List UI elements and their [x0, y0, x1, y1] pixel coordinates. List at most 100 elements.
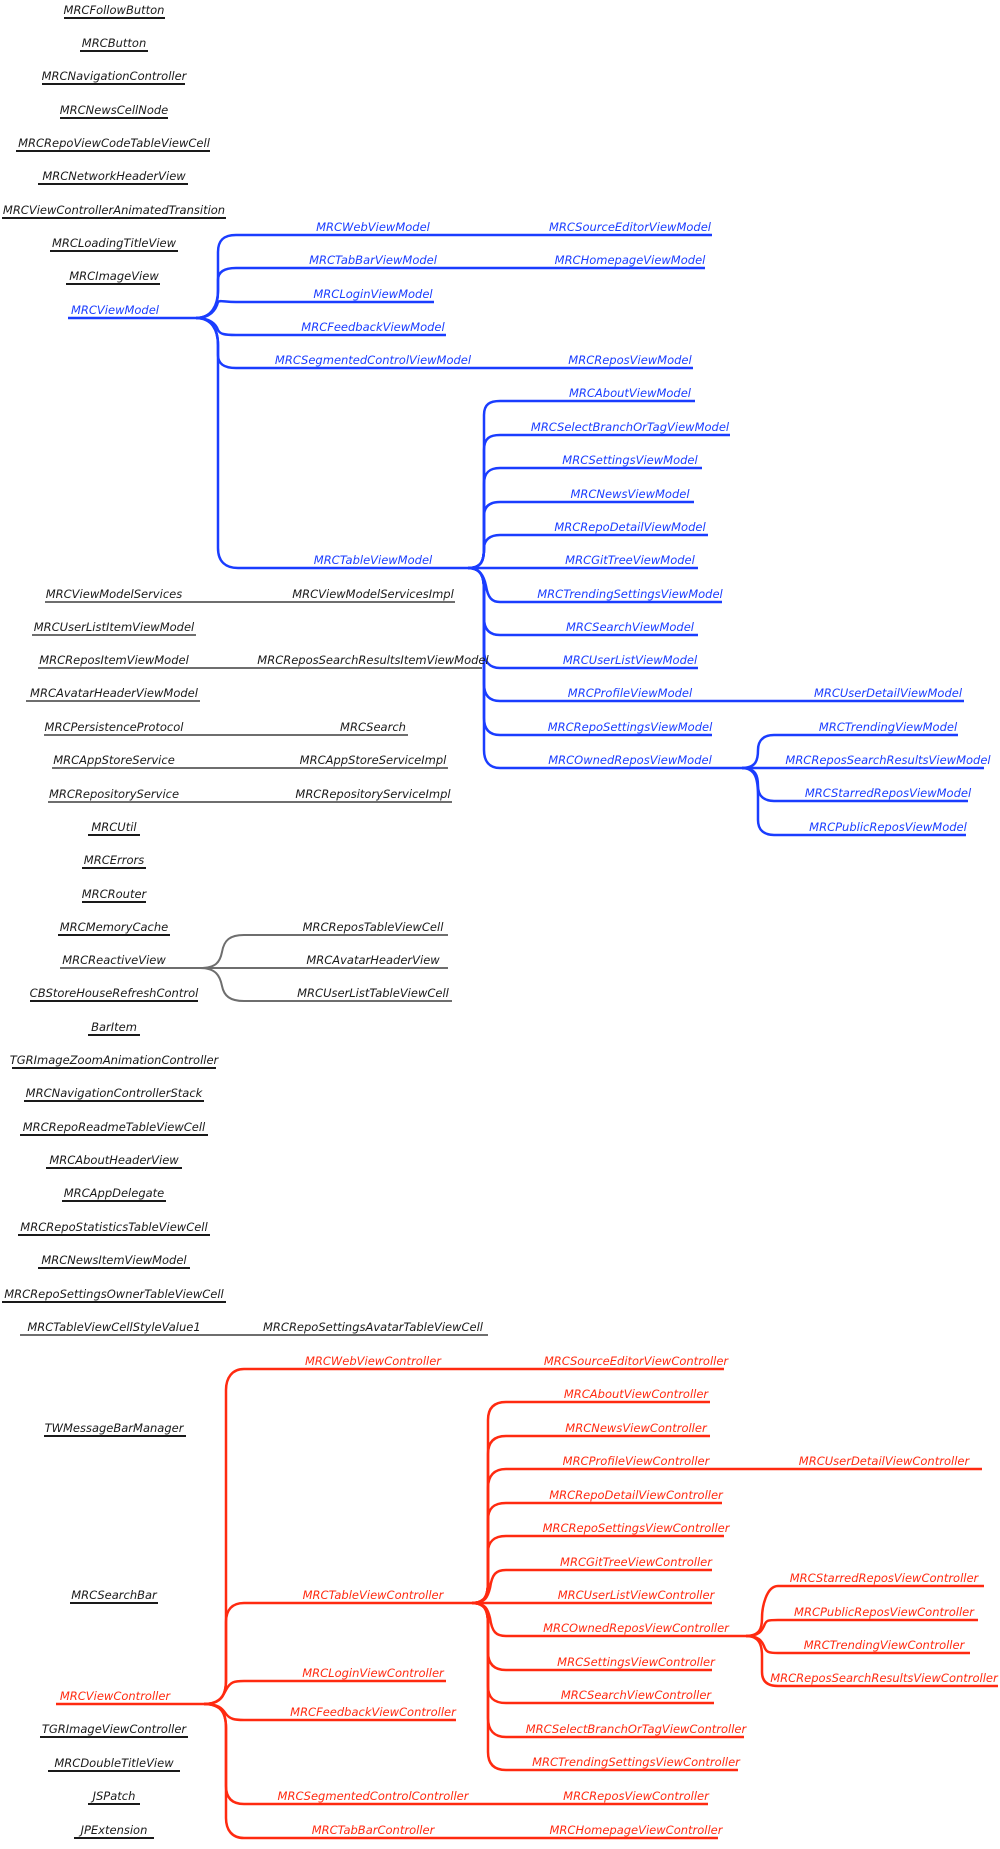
- node-mrcreposviewcontroller: MRCReposViewController: [563, 1789, 710, 1803]
- node-mrctrendingviewcontroller: MRCTrendingViewController: [804, 1638, 966, 1652]
- node-mrcbutton: MRCButton: [82, 36, 146, 50]
- node-mrcreposviewmodel: MRCReposViewModel: [568, 353, 692, 367]
- node-mrcuserdetailviewmodel: MRCUserDetailViewModel: [814, 686, 963, 700]
- node-mrcnewsitemviewmodel: MRCNewsItemViewModel: [41, 1253, 187, 1267]
- node-mrcrepossearchresultsviewcontroller: MRCReposSearchResultsViewController: [770, 1671, 999, 1685]
- node-mrcselectbranchortagviewcontroller: MRCSelectBranchOrTagViewController: [526, 1722, 748, 1736]
- node-mrctabbarcontroller: MRCTabBarController: [312, 1823, 436, 1837]
- node-mrcdoubletitleview: MRCDoubleTitleView: [54, 1756, 174, 1770]
- node-mrcnetworkheaderview: MRCNetworkHeaderView: [42, 169, 186, 183]
- node-mrcnavigationcontrollerstack: MRCNavigationControllerStack: [26, 1086, 204, 1100]
- node-mrctrendingsettingsviewmodel: MRCTrendingSettingsViewModel: [537, 587, 723, 601]
- node-mrctableviewmodel: MRCTableViewModel: [314, 553, 433, 567]
- node-mrcgittreeviewcontroller: MRCGitTreeViewController: [560, 1555, 713, 1569]
- node-mrcnewsviewcontroller: MRCNewsViewController: [565, 1421, 708, 1435]
- node-mrcaboutviewcontroller: MRCAboutViewController: [564, 1387, 710, 1401]
- node-mrcappdelegate: MRCAppDelegate: [64, 1186, 165, 1200]
- view-model-tree: [68, 233, 984, 837]
- node-mrctrendingviewmodel: MRCTrendingViewModel: [819, 720, 958, 734]
- node-mrcfeedbackviewmodel: MRCFeedbackViewModel: [301, 320, 445, 334]
- node-mrctableviewcontroller: MRCTableViewController: [303, 1588, 445, 1602]
- node-mrcrepodetailviewcontroller: MRCRepoDetailViewController: [549, 1488, 724, 1502]
- standalone-classes: [2, 17, 226, 285]
- node-mrcuserlistviewmodel: MRCUserListViewModel: [563, 653, 698, 667]
- node-mrcrepoviewcodetableviewcell: MRCRepoViewCodeTableViewCell: [18, 136, 211, 150]
- node-mrcmemorycache: MRCMemoryCache: [60, 920, 168, 934]
- node-mrctabbarviewmodel: MRCTabBarViewModel: [309, 253, 438, 267]
- node-mrcviewcontroller: MRCViewController: [60, 1689, 172, 1703]
- node-mrctrendingsettingsviewcontroller: MRCTrendingSettingsViewController: [532, 1755, 741, 1769]
- node-mrcownedreposviewmodel: MRCOwnedReposViewModel: [548, 753, 712, 767]
- misc-classes-underlines: [2, 1000, 488, 1839]
- node-baritem: BarItem: [91, 1020, 137, 1034]
- node-mrchomepageviewmodel: MRCHomepageViewModel: [555, 253, 707, 267]
- node-tgrimageviewcontroller: TGRImageViewController: [42, 1722, 188, 1736]
- node-mrcstarredreposviewcontroller: MRCStarredReposViewController: [790, 1571, 980, 1585]
- node-mrcloginviewcontroller: MRCLoginViewController: [302, 1666, 445, 1680]
- node-mrcfollowbutton: MRCFollowButton: [64, 3, 165, 17]
- node-mrcsearchviewcontroller: MRCSearchViewController: [561, 1688, 713, 1702]
- node-mrcuserlistitemviewmodel: MRCUserListItemViewModel: [34, 620, 195, 634]
- node-mrcreposItemviewmodel: MRCReposItemViewModel: [39, 653, 189, 667]
- node-mrcprofileviewmodel: MRCProfileViewModel: [568, 686, 693, 700]
- node-mrcrepostatisticstableviewcell: MRCRepoStatisticsTableViewCell: [20, 1220, 208, 1234]
- node-mrcprofileviewcontroller: MRCProfileViewController: [563, 1454, 711, 1468]
- reactive-view-tree: [60, 934, 452, 1002]
- node-mrcloadingtitleview: MRCLoadingTitleView: [52, 236, 177, 250]
- node-mrcuserdetailviewcontroller: MRCUserDetailViewController: [799, 1454, 971, 1468]
- node-mrcrepossearchresultsviewmodel: MRCReposSearchResultsViewModel: [785, 753, 991, 767]
- node-mrcreporeadmetableviewcell: MRCRepoReadmeTableViewCell: [23, 1120, 206, 1134]
- node-mrcnavigationcontroller: MRCNavigationController: [42, 69, 188, 83]
- node-tgrimagezoomanimationcontroller: TGRImageZoomAnimationController: [10, 1053, 220, 1067]
- node-mrcutil: MRCUtil: [91, 820, 137, 834]
- node-mrcpublicreposviewcontroller: MRCPublicReposViewController: [794, 1605, 975, 1619]
- node-mrcsegmentedcontrolcontroller: MRCSegmentedControlController: [278, 1789, 470, 1803]
- node-mrcviewcontrolleranimatedtransition: MRCViewControllerAnimatedTransition: [3, 203, 225, 217]
- node-mrcaboutviewmodel: MRCAboutViewModel: [569, 386, 692, 400]
- node-mrcpersistenceprotocol: MRCPersistenceProtocol: [45, 720, 185, 734]
- node-mrcselectbranchortagviewmodel: MRCSelectBranchOrTagViewModel: [531, 420, 730, 434]
- node-twmessagebarmanager: TWMessageBarManager: [45, 1421, 185, 1435]
- node-jspatch: JSPatch: [91, 1789, 136, 1803]
- node-mrcrepositoryserviceimpl: MRCRepositoryServiceImpl: [295, 787, 451, 801]
- node-mrcnewsviewmodel: MRCNewsViewModel: [570, 487, 690, 501]
- node-mrcgittreeviewmodel: MRCGitTreeViewModel: [565, 553, 695, 567]
- node-mrcpublicreposviewmodel: MRCPublicReposViewModel: [809, 820, 967, 834]
- node-mrcwebviewmodel: MRCWebViewModel: [316, 220, 431, 234]
- node-mrcstarredreposviewmodel: MRCStarredReposViewModel: [805, 786, 972, 800]
- node-mrcreactiveview: MRCReactiveView: [62, 953, 166, 967]
- node-mrcuserlisttableviewcell: MRCUserListTableViewCell: [297, 986, 450, 1000]
- node-mrchomepageviewcontroller: MRCHomepageViewController: [550, 1823, 724, 1837]
- node-mrcsearchviewmodel: MRCSearchViewModel: [566, 620, 695, 634]
- node-mrcviewmodelservicesimpl: MRCViewModelServicesImpl: [292, 587, 454, 601]
- node-mrcrepodetailviewmodel: MRCRepoDetailViewModel: [554, 520, 706, 534]
- node-mrcsettingsviewcontroller: MRCSettingsViewController: [557, 1655, 716, 1669]
- node-mrcavatarheaderview: MRCAvatarHeaderView: [306, 953, 440, 967]
- node-mrcsearch: MRCSearch: [340, 720, 406, 734]
- node-mrcnewscellnode: MRCNewsCellNode: [60, 103, 169, 117]
- node-mrcreposettingsviewmodel: MRCRepoSettingsViewModel: [548, 720, 713, 734]
- node-mrcfeedbackviewcontroller: MRCFeedbackViewController: [290, 1705, 457, 1719]
- node-mrcviewmodelservices: MRCViewModelServices: [46, 587, 183, 601]
- node-mrcviewmodel: MRCViewModel: [71, 303, 160, 317]
- protocol-connectors: [26, 601, 482, 803]
- black-underlines-mid: [58, 834, 170, 936]
- node-mrcownedreposviewcontroller: MRCOwnedReposViewController: [543, 1621, 730, 1635]
- node-mrcimageview: MRCImageView: [69, 269, 159, 283]
- node-mrcwebviewcontroller: MRCWebViewController: [305, 1354, 442, 1368]
- node-mrcrepossearchresultsitemviewmodel: MRCReposSearchResultsItemViewModel: [257, 653, 489, 667]
- node-cbstorehouserefreshcontrol: CBStoreHouseRefreshControl: [30, 986, 199, 1000]
- node-mrcrepositoryservice: MRCRepositoryService: [49, 787, 179, 801]
- node-mrcloginviewmodel: MRCLoginViewModel: [313, 287, 433, 301]
- node-jpextension: JPExtension: [79, 1823, 148, 1837]
- node-mrcsourceeditorviewmodel: MRCSourceEditorViewModel: [549, 220, 712, 234]
- node-mrcsegmentedcontrolviewmodel: MRCSegmentedControlViewModel: [275, 353, 472, 367]
- node-mrcerrors: MRCErrors: [84, 853, 144, 867]
- node-mrcaboutheaderview: MRCAboutHeaderView: [49, 1153, 179, 1167]
- node-mrcrouter: MRCRouter: [82, 887, 148, 901]
- node-mrcreposettingsownertableviewcell: MRCRepoSettingsOwnerTableViewCell: [4, 1287, 224, 1301]
- node-mrcreposettingsviewcontroller: MRCRepoSettingsViewController: [543, 1521, 731, 1535]
- node-mrcsourceeditorviewcontroller: MRCSourceEditorViewController: [544, 1354, 730, 1368]
- node-mrcsearchbar: MRCSearchBar: [71, 1588, 158, 1602]
